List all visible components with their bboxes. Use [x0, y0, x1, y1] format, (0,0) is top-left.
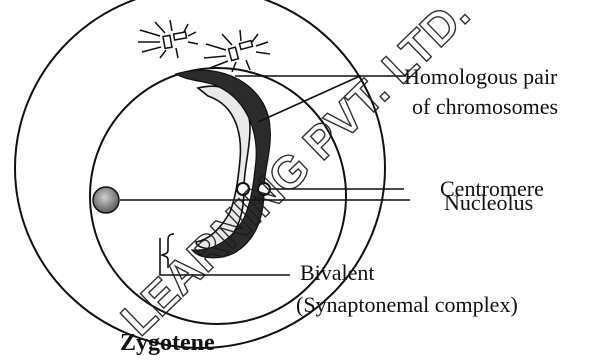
stage-title: Zygotene [120, 330, 215, 356]
label-bivalent: Bivalent [300, 260, 375, 285]
centriole-right [204, 30, 270, 72]
label-nucleolus: Nucleolus [444, 190, 533, 215]
label-synaptonemal: (Synaptonemal complex) [296, 292, 518, 317]
label-homologous-line2: of chromosomes [412, 94, 558, 119]
nucleolus [93, 187, 119, 213]
nuclear-envelope [90, 68, 346, 324]
centriole-left [138, 20, 198, 58]
